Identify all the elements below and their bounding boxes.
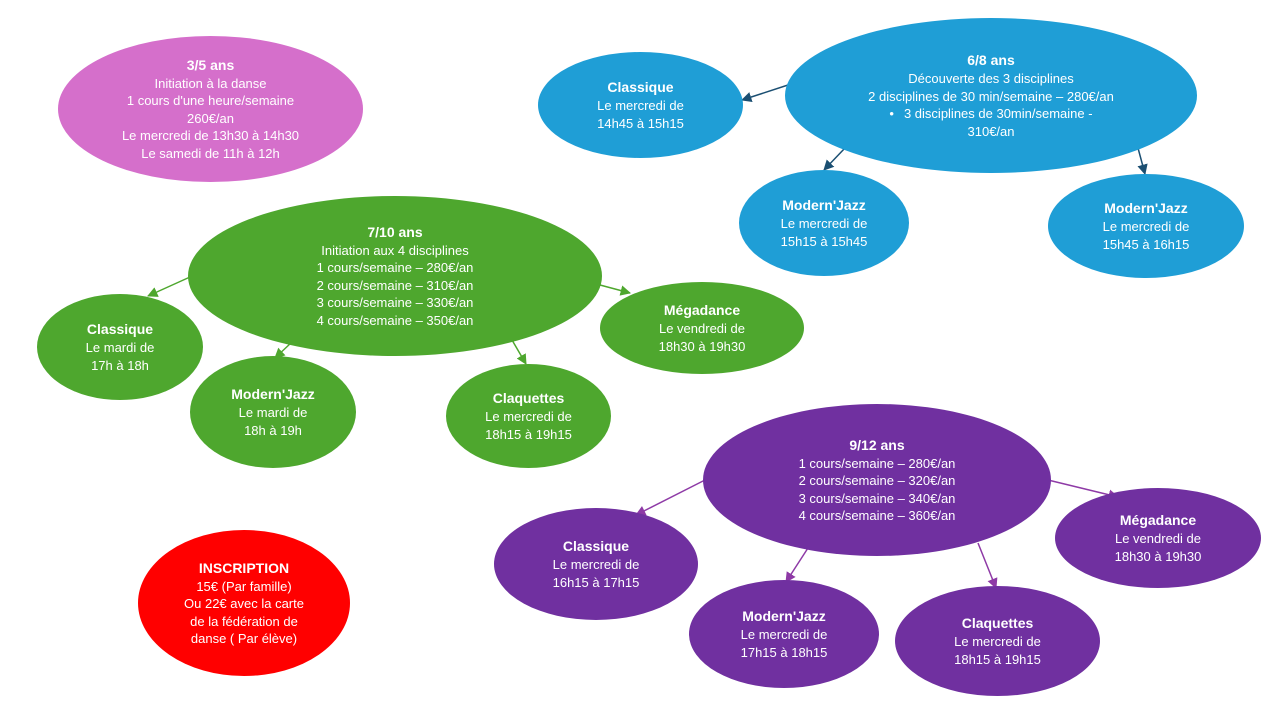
bubble-line: Le vendredi de <box>1114 531 1201 546</box>
bubble-line: 18h30 à 19h30 <box>1114 548 1202 564</box>
bubble-7-10-megadance: Mégadance Le vendredi de 18h30 à 19h30 <box>600 282 804 374</box>
bubble-line: 18h15 à 19h15 <box>485 426 572 442</box>
bubble-line: Le mercredi de <box>552 557 640 572</box>
bubble-line: Le samedi de 11h à 12h <box>141 145 280 161</box>
bubble-line: 17h15 à 18h15 <box>740 644 828 660</box>
bubble-line: 3 cours/semaine – 330€/an <box>316 295 474 311</box>
arrow-7-10-classique <box>147 276 191 297</box>
bubble-line: 15€ (Par famille) <box>196 578 292 594</box>
bubble-line: 4 cours/semaine – 360€/an <box>798 508 956 523</box>
bubble-3-5-ans: 3/5 ans Initiation à la danse 1 cours d'… <box>58 36 363 182</box>
bubble-6-8-classique: Classique Le mercredi de 14h45 à 15h15 <box>538 52 743 158</box>
bubble-title: 6/8 ans <box>967 52 1015 68</box>
bubble-line: Le mercredi de <box>780 216 868 231</box>
bubble-9-12-modern-jazz: Modern'Jazz Le mercredi de 17h15 à 18h15 <box>689 580 879 688</box>
bubble-line: 2 disciplines de 30 min/semaine – 280€/a… <box>868 88 1114 104</box>
arrow-6-8-modern-jazz-2 <box>1137 147 1148 176</box>
bubble-6-8-modern-jazz-1: Modern'Jazz Le mercredi de 15h15 à 15h45 <box>739 170 909 276</box>
bubble-inscription: INSCRIPTION 15€ (Par famille) Ou 22€ ave… <box>138 530 350 676</box>
arrow-6-8-modern-jazz-1 <box>823 147 846 171</box>
bubble-title: Classique <box>562 538 630 554</box>
bubble-line: Le mardi de <box>85 340 155 355</box>
bubble-title: 3/5 ans <box>186 56 235 73</box>
bubble-line: Le mercredi de 13h30 à 14h30 <box>121 128 300 144</box>
bubble-line: Le mardi de <box>238 405 308 420</box>
bubble-title: Claquettes <box>961 615 1034 631</box>
bubble-9-12-classique: Classique Le mercredi de 16h15 à 17h15 <box>494 508 698 620</box>
bubble-line: 15h15 à 15h45 <box>780 233 868 249</box>
bubble-7-10-modern-jazz: Modern'Jazz Le mardi de 18h à 19h <box>190 356 356 468</box>
bubble-9-12-claquettes: Claquettes Le mercredi de 18h15 à 19h15 <box>895 586 1100 696</box>
bubble-line: 18h30 à 19h30 <box>658 338 746 354</box>
bubble-line: 310€/an <box>967 123 1015 139</box>
bubble-line: 4 cours/semaine – 350€/an <box>316 312 474 328</box>
bubble-line: 14h45 à 15h15 <box>597 115 684 131</box>
bubble-9-12-megadance: Mégadance Le vendredi de 18h30 à 19h30 <box>1055 488 1261 588</box>
bubble-6-8-ans: 6/8 ans Découverte des 3 disciplines 2 d… <box>785 18 1197 173</box>
bubble-line: 18h15 à 19h15 <box>954 651 1041 667</box>
bubble-6-8-modern-jazz-2: Modern'Jazz Le mercredi de 15h45 à 16h15 <box>1048 174 1244 278</box>
bubble-line: Initiation à la danse <box>154 75 267 91</box>
bubble-title: Modern'Jazz <box>1104 200 1188 216</box>
bubble-title: Modern'Jazz <box>742 608 826 624</box>
bubble-7-10-claquettes: Claquettes Le mercredi de 18h15 à 19h15 <box>446 364 611 468</box>
bubble-title: 7/10 ans <box>367 223 423 240</box>
bubble-line: Le mercredi de <box>1102 219 1190 234</box>
bubble-line: 2 cours/semaine – 320€/an <box>798 473 956 488</box>
bubble-line: 18h à 19h <box>244 422 302 438</box>
bubble-line: Le vendredi de <box>658 321 745 336</box>
bubble-line: 2 cours/semaine – 310€/an <box>316 277 474 293</box>
bubble-line: 3 cours/semaine – 340€/an <box>798 490 956 506</box>
arrow-7-10-claquettes <box>511 339 527 365</box>
bubble-line: 16h15 à 17h15 <box>552 574 640 590</box>
bubble-line: 3 disciplines de 30min/semaine - <box>889 105 1093 123</box>
bubble-line: Initiation aux 4 disciplines <box>321 242 469 258</box>
bubble-line: 1 cours/semaine – 280€/an <box>316 260 474 276</box>
bubble-title: INSCRIPTION <box>198 559 290 576</box>
bubble-title: Mégadance <box>663 302 741 318</box>
bubble-line: de la fédération de <box>190 613 298 629</box>
bubble-line: Le mercredi de <box>740 627 828 642</box>
bubble-7-10-classique: Classique Le mardi de 17h à 18h <box>37 294 203 400</box>
bubble-line: Le mercredi de <box>485 409 572 424</box>
bubble-line: Le mercredi de <box>597 98 684 113</box>
bubble-title: Classique <box>607 79 674 95</box>
bubble-title: Modern'Jazz <box>231 386 315 402</box>
bubble-line: Le mercredi de <box>954 634 1041 649</box>
bubble-line: Ou 22€ avec la carte <box>184 596 304 611</box>
arrow-7-10-megadance <box>599 284 632 296</box>
bubble-line: 1 cours/semaine – 280€/an <box>798 455 956 471</box>
arrow-6-8-classique <box>741 84 789 103</box>
bubble-title: 9/12 ans <box>849 436 905 453</box>
bubble-line: Découverte des 3 disciplines <box>908 71 1074 86</box>
bubble-line: 17h à 18h <box>91 357 149 373</box>
arrow-9-12-claquettes <box>977 542 998 589</box>
bubble-line: danse ( Par élève) <box>190 631 298 646</box>
arrow-9-12-classique <box>635 479 706 516</box>
bubble-title: Mégadance <box>1119 512 1197 528</box>
arrow-9-12-modern-jazz <box>785 547 809 583</box>
bubble-line: 1 cours d'une heure/semaine <box>126 93 295 109</box>
bubble-title: Modern'Jazz <box>782 197 866 213</box>
bubble-9-12-ans: 9/12 ans 1 cours/semaine – 280€/an 2 cou… <box>703 404 1051 556</box>
bubble-7-10-ans: 7/10 ans Initiation aux 4 disciplines 1 … <box>188 196 602 356</box>
bubble-line: 15h45 à 16h15 <box>1102 236 1190 252</box>
bubble-line: 260€/an <box>187 110 234 126</box>
bubble-title: Claquettes <box>492 390 565 406</box>
bubble-title: Classique <box>86 321 154 337</box>
